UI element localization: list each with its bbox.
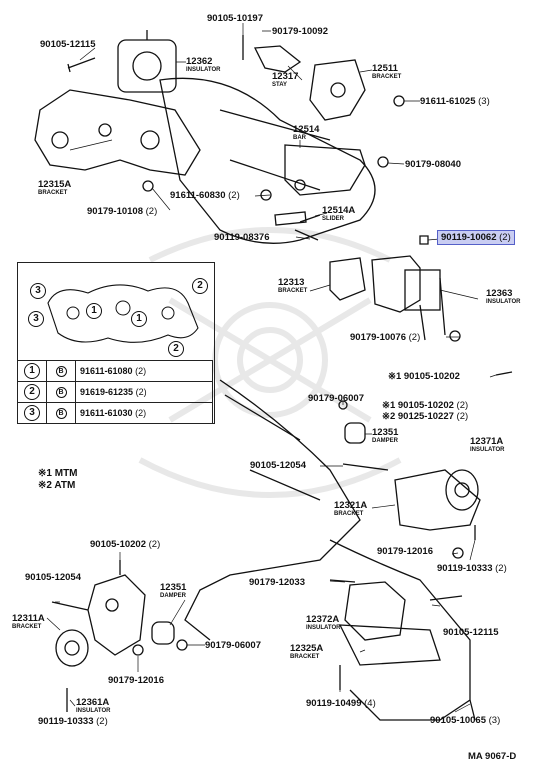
part-label-90119-08376: 90119-08376 bbox=[214, 232, 270, 243]
highlighted-part-90119-10062[interactable]: 90119-10062 (2) bbox=[437, 230, 515, 245]
part-label-90179-06007-left: 90179-06007 bbox=[205, 640, 261, 651]
legend-part-2: 91619-61235 bbox=[80, 387, 134, 397]
part-label-90179-06007-right: 90179-06007 bbox=[308, 393, 364, 404]
note-mtm: ※1 MTM bbox=[38, 468, 78, 479]
legend-callout-1-b: 1 bbox=[131, 311, 147, 327]
part-label-90105-12054-middle: 90105-12054 bbox=[250, 460, 306, 471]
legend-num-1: 1 bbox=[24, 363, 40, 379]
part-label-91611-60830: 91611-60830 (2) bbox=[170, 190, 240, 201]
legend-callout-2-b: 2 bbox=[168, 341, 184, 357]
part-label-90179-12033: 90179-12033 bbox=[249, 577, 305, 588]
legend-row: 2 B 91619-61235 (2) bbox=[17, 381, 213, 403]
part-label-90119-10499: 90119-10499 (4) bbox=[306, 698, 376, 709]
part-label-90105-10202-star1-b: ※1 90105-10202 (2) bbox=[382, 400, 469, 411]
part-label-90119-10333-left: 90119-10333 (2) bbox=[38, 716, 108, 727]
legend-callout-1-a: 1 bbox=[86, 303, 102, 319]
part-label-90179-08040: 90179-08040 bbox=[405, 159, 461, 170]
part-label-90105-10065: 90105-10065 (3) bbox=[430, 715, 501, 726]
legend-sketch bbox=[47, 284, 199, 343]
part-label-90179-10076: 90179-10076 (2) bbox=[350, 332, 421, 343]
part-label-90119-10333-right: 90119-10333 (2) bbox=[437, 563, 507, 574]
legend-num-2: 2 bbox=[24, 384, 40, 400]
part-label-90105-12115-right: 90105-12115 bbox=[443, 627, 499, 638]
part-label-90105-12054-left: 90105-12054 bbox=[25, 572, 81, 583]
part-label-90105-10202-star1: ※1 90105-10202 bbox=[388, 371, 460, 382]
diagram-code: MA 9067-D bbox=[468, 751, 517, 762]
legend-part-3: 91611-61030 bbox=[80, 408, 133, 418]
transmission-notes: ※1 MTM ※2 ATM bbox=[38, 468, 78, 492]
legend-code-1: B bbox=[55, 366, 67, 377]
legend-table: 1 B 91611-61080 (2) 2 B 91619-61235 (2) … bbox=[17, 360, 213, 424]
part-label-90105-10197: 90105-10197 bbox=[207, 13, 263, 24]
legend-box: 3 3 1 1 2 2 bbox=[17, 262, 215, 424]
legend-num-3: 3 bbox=[24, 405, 40, 421]
legend-row: 1 B 91611-61080 (2) bbox=[17, 360, 213, 382]
legend-row: 3 B 91611-61030 (2) bbox=[17, 402, 213, 424]
part-label-90105-12115-top: 90105-12115 bbox=[40, 39, 96, 50]
legend-code-2: B bbox=[55, 387, 67, 398]
part-label-90125-10227: ※2 90125-10227 (2) bbox=[382, 411, 469, 422]
part-label-90179-10108: 90179-10108 (2) bbox=[87, 206, 158, 217]
legend-callout-3-a: 3 bbox=[30, 283, 46, 299]
part-label-90179-12016-right: 90179-12016 bbox=[377, 546, 433, 557]
legend-callout-2-a: 2 bbox=[192, 278, 208, 294]
note-atm: ※2 ATM bbox=[38, 480, 76, 491]
part-label-90105-10202-left: 90105-10202 (2) bbox=[90, 539, 161, 550]
watermark-emblem bbox=[138, 227, 402, 498]
legend-code-3: B bbox=[55, 408, 67, 419]
part-label-91611-61025: 91611-61025 (3) bbox=[420, 96, 490, 107]
part-label-90179-10092: 90179-10092 bbox=[272, 26, 328, 37]
legend-callout-3-b: 3 bbox=[28, 311, 44, 327]
legend-part-1: 91611-61080 bbox=[80, 366, 133, 376]
part-label-90179-12016-left: 90179-12016 bbox=[108, 675, 164, 686]
